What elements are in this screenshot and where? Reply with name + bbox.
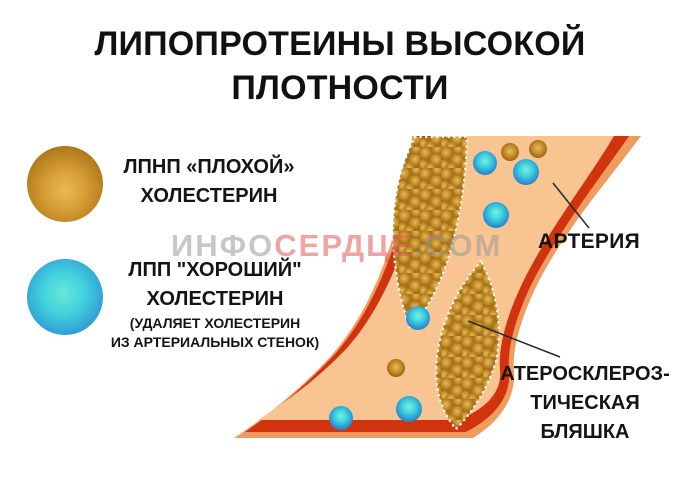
ldl-label-line1: ЛПНП «ПЛОХОЙ» <box>123 156 295 178</box>
ldl-particle <box>501 143 519 161</box>
page-title: ЛИПОПРОТЕИНЫ ВЫСОКОЙ ПЛОТНОСТИ <box>0 22 680 110</box>
hdl-label-line2: ХОЛЕСТЕРИН <box>146 288 284 310</box>
artery-pointer-line <box>552 182 590 229</box>
watermark-part1: ИНФО <box>171 228 275 263</box>
watermark-part2: СЕРДЦЕ <box>274 228 414 263</box>
hdl-particle <box>406 306 430 330</box>
hdl-note-line1: (УДАЛЯЕТ ХОЛЕСТЕРИН <box>129 315 301 331</box>
plaque-label-line1: АТЕРОСКЛЕРОЗ- <box>500 363 670 385</box>
artery-label: АРТЕРИЯ <box>538 230 641 253</box>
ldl-legend-label: ЛПНП «ПЛОХОЙ» ХОЛЕСТЕРИН <box>109 153 309 211</box>
plaque-upper <box>391 135 469 332</box>
hdl-particle <box>513 159 539 185</box>
ldl-sphere-icon <box>27 146 103 222</box>
hdl-label-line1: ЛПП "ХОРОШИЙ" <box>128 259 302 281</box>
plaque-label: АТЕРОСКЛЕРОЗ- ТИЧЕСКАЯ БЛЯШКА <box>487 360 680 447</box>
ldl-particle <box>387 359 405 377</box>
ldl-particle <box>529 140 547 158</box>
watermark-part3: .COM <box>413 228 503 263</box>
site-watermark: ИНФОСЕРДЦЕ.COM <box>171 228 502 264</box>
hdl-particle <box>483 202 509 228</box>
plaque-lower <box>435 258 501 431</box>
plaque-label-line3: БЛЯШКА <box>540 421 630 443</box>
plaque-pointer-line <box>467 320 561 358</box>
page-title-line2: ПЛОТНОСТИ <box>231 69 449 107</box>
hdl-sphere-icon <box>27 259 103 335</box>
hdl-particle <box>329 406 353 430</box>
hdl-note-line2: ИЗ АРТЕРИАЛЬНЫХ СТЕНОК) <box>110 334 320 350</box>
hdl-legend-label: ЛПП "ХОРОШИЙ" ХОЛЕСТЕРИН (УДАЛЯЕТ ХОЛЕСТ… <box>105 256 325 352</box>
hdl-particle <box>396 396 422 422</box>
plaque-label-line2: ТИЧЕСКАЯ <box>530 392 640 414</box>
hdl-particle <box>473 151 497 175</box>
ldl-label-line2: ХОЛЕСТЕРИН <box>140 185 278 207</box>
page-title-line1: ЛИПОПРОТЕИНЫ ВЫСОКОЙ <box>94 25 586 63</box>
